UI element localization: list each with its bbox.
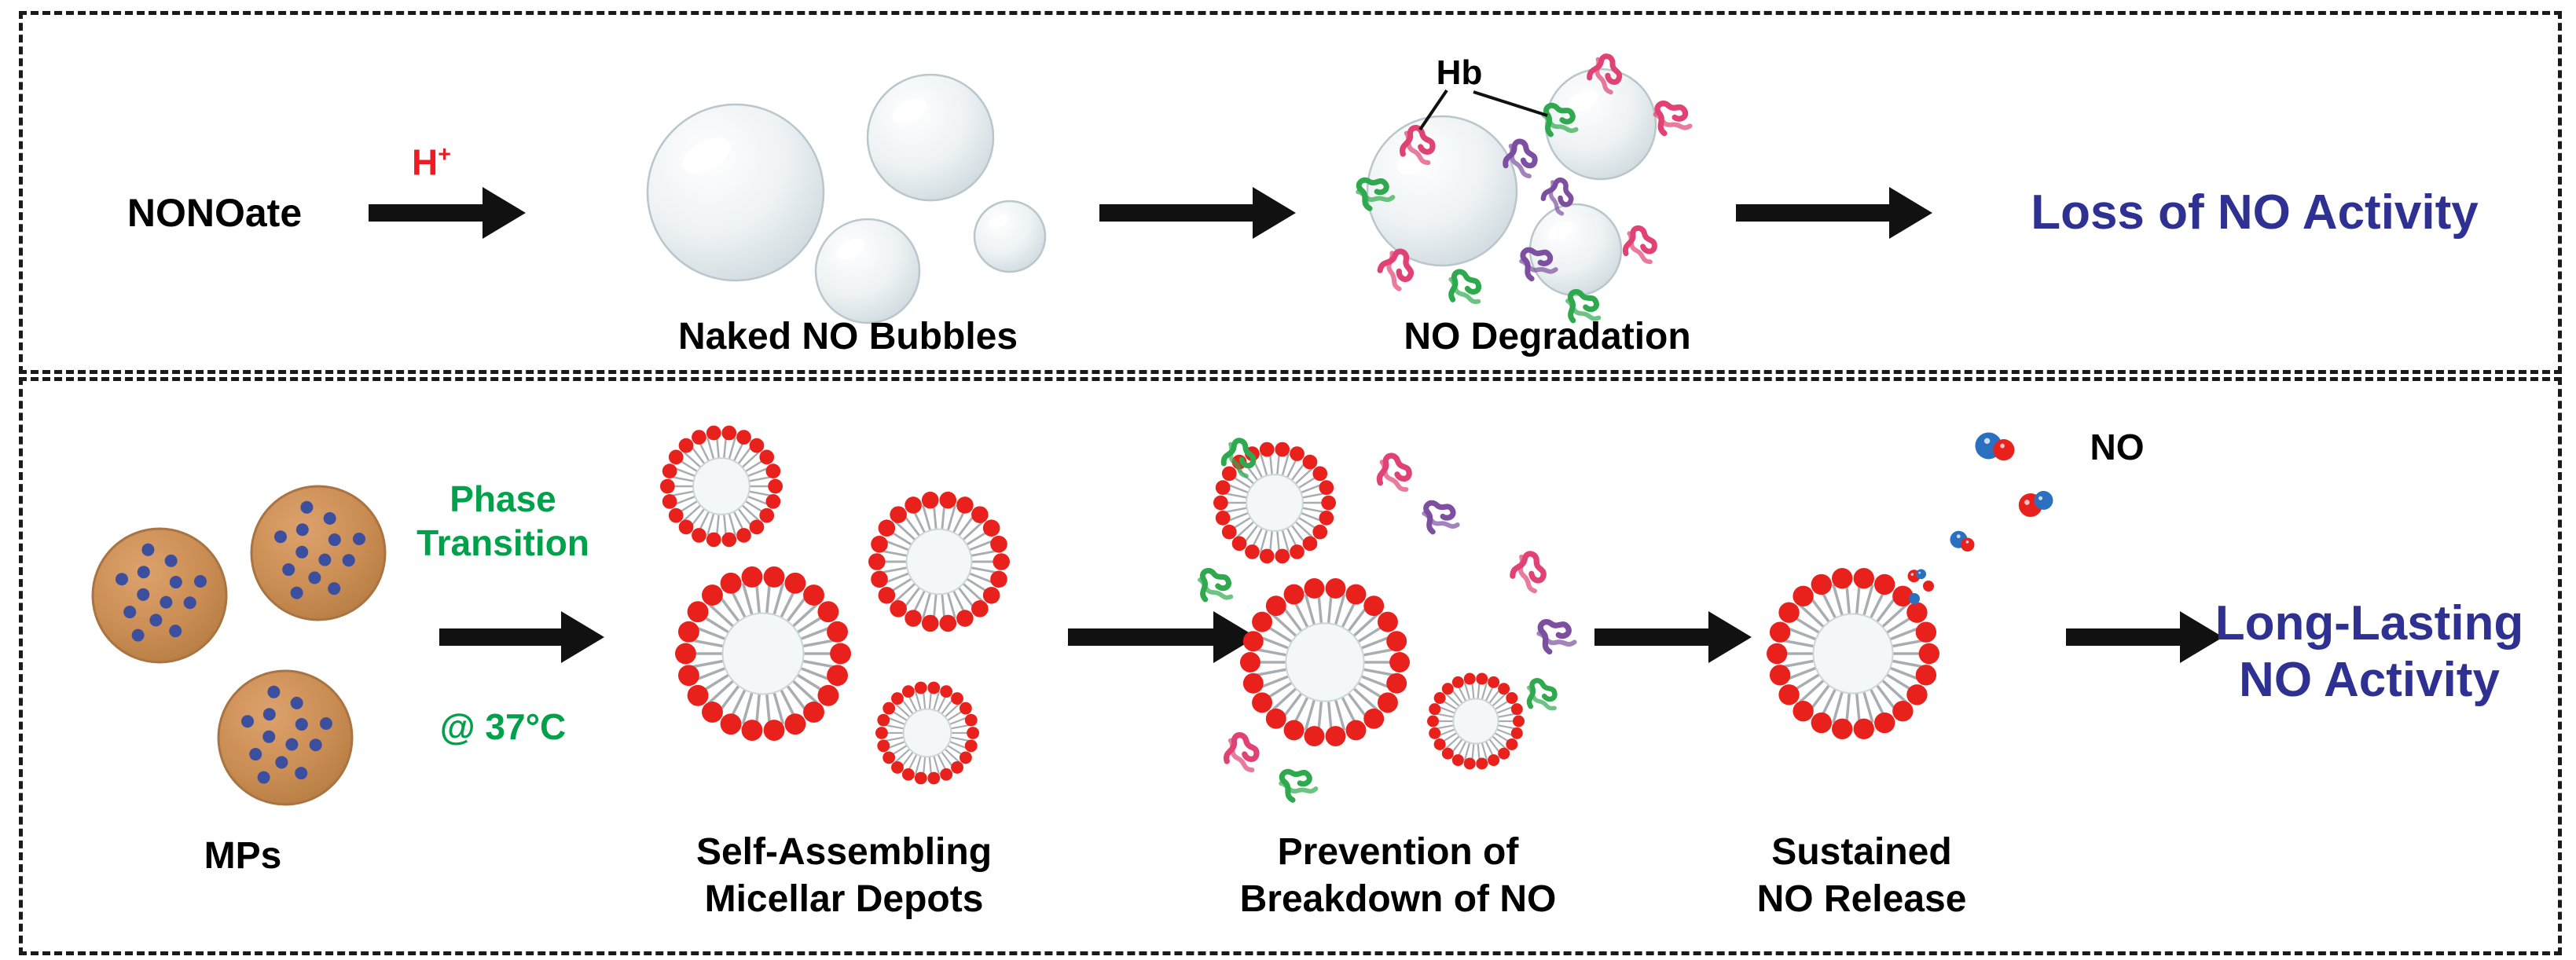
arrow-head xyxy=(483,187,526,239)
long-lasting-line2: NO Activity xyxy=(2239,653,2500,707)
no-degradation-graphic xyxy=(1304,37,1791,337)
arrow-sustained-to-longlasting-icon xyxy=(2066,611,2223,663)
naked-no-bubbles-graphic xyxy=(646,73,1047,324)
arrow-shaft xyxy=(1594,628,1708,646)
arrow-shaft xyxy=(369,204,483,222)
phase-transition-line2: Transition xyxy=(416,522,589,563)
prevention-line2: Breakdown of NO xyxy=(1239,878,1557,920)
sustained-release-label: Sustained NO Release xyxy=(1665,829,2058,923)
prevention-label: Prevention of Breakdown of NO xyxy=(1162,829,1634,923)
h-plus-base: H xyxy=(412,141,439,183)
arrow-shaft xyxy=(439,628,561,646)
arrow-shaft xyxy=(1099,204,1253,222)
prevention-graphic xyxy=(1178,409,1618,817)
phase-transition-line1: Phase xyxy=(450,478,556,519)
micellar-depots-line2: Micellar Depots xyxy=(704,878,984,920)
arrow-prevention-to-sustained-icon xyxy=(1594,611,1752,663)
arrow-shaft xyxy=(2066,628,2180,646)
no-molecule-label: NO xyxy=(2090,427,2145,467)
arrow-head xyxy=(2180,611,2223,663)
temperature-label: @ 37°C xyxy=(439,706,567,747)
h-plus-sup: + xyxy=(438,142,451,167)
micellar-depots-line1: Self-Assembling xyxy=(695,831,993,873)
long-lasting-line1: Long-Lasting xyxy=(2215,596,2524,650)
arrow-bubbles-to-degradation-icon xyxy=(1099,187,1296,239)
mps-label: MPs xyxy=(204,835,282,877)
sustained-release-line2: NO Release xyxy=(1756,878,1967,920)
loss-activity-headline: Loss of NO Activity xyxy=(2031,185,2479,240)
microparticles-graphic xyxy=(91,485,387,806)
naked-bubbles-label: Naked NO Bubbles xyxy=(677,316,1018,357)
phase-transition-label: Phase Transition xyxy=(377,477,629,565)
arrow-head xyxy=(1889,187,1932,239)
nonoate-label: NONOate xyxy=(127,191,303,235)
long-lasting-headline: Long-Lasting NO Activity xyxy=(2189,595,2550,709)
degradation-label: NO Degradation xyxy=(1404,316,1691,357)
arrow-head xyxy=(1708,611,1752,663)
arrow-shaft xyxy=(1736,204,1889,222)
sustained-release-line1: Sustained xyxy=(1771,831,1952,873)
arrow-head xyxy=(1253,187,1296,239)
arrow-phase-transition-icon xyxy=(439,611,604,663)
arrow-nonoate-to-bubbles-icon xyxy=(369,187,526,239)
hb-label: Hb xyxy=(1436,53,1483,92)
arrow-degradation-to-loss-icon xyxy=(1736,187,1932,239)
micellar-depots-graphic xyxy=(660,425,1010,785)
h-plus-label: H+ xyxy=(353,133,510,184)
arrow-shaft xyxy=(1068,628,1213,646)
micellar-depots-label: Self-Assembling Micellar Depots xyxy=(608,829,1080,923)
arrow-head xyxy=(561,611,604,663)
sustained-release-graphic xyxy=(1767,432,2053,740)
top-pathway-panel: NONOate H+ Naked NO Bubbles Hb NO Degrad… xyxy=(19,11,2562,374)
bottom-pathway-panel: MPs Phase Transition @ 37°C Self-Assembl… xyxy=(19,377,2562,955)
prevention-line1: Prevention of xyxy=(1277,831,1519,873)
